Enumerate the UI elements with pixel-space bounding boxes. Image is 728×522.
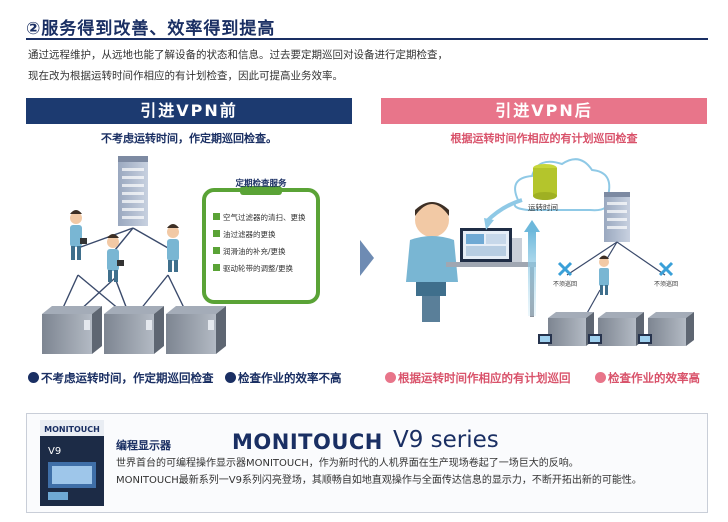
before-subtitle: 不考虑运转时间，作定期巡回检查。 [101, 132, 277, 145]
cloud-label: 运转时间 [528, 202, 558, 212]
after-bullet-2-text: 检查作业的效率高 [608, 371, 700, 385]
no-visit-label-1: 不须巡回 [553, 280, 577, 288]
worker-icon-4 [599, 255, 609, 295]
brand-series: V9 series [393, 427, 499, 453]
title-underline [26, 38, 708, 40]
operator-icon [406, 202, 458, 322]
after-subtitle: 根据运转时间作相应的有计划巡回检查 [450, 132, 638, 145]
bullet-dot-icon [225, 372, 236, 383]
before-vpn-banner: 引进VPN前 [26, 98, 352, 124]
intro-text: 通过远程维护，从远地也能了解设备的状态和信息。过去要定期巡回对设备进行定期检查，… [28, 45, 448, 87]
no-visit-label-2: 不须巡回 [654, 280, 678, 288]
after-bullet-2: 检查作业的效率高 [595, 370, 700, 386]
before-bullet-2-text: 检查作业的效率不高 [238, 371, 342, 385]
desk-icon [446, 262, 536, 317]
database-icon [533, 164, 557, 200]
office-building-icon [118, 156, 148, 226]
worker-icon-2 [107, 234, 124, 282]
service-card-title: 定期检查服务 [234, 178, 287, 189]
pc-tower-icon [512, 238, 522, 262]
data-upload-arrow-icon [528, 230, 536, 316]
office-building-icon [604, 192, 630, 242]
bullet-dot-icon [28, 372, 39, 383]
service-item-2: 油过滤器的更换 [223, 229, 276, 239]
after-vpn-banner: 引进VPN后 [381, 98, 707, 124]
worker-icon-3 [167, 224, 179, 272]
service-item-4: 驱动轮带的调整/更换 [223, 263, 294, 273]
cover-brand: MONITOUCH [44, 425, 100, 434]
bullet-dot-icon [595, 372, 606, 383]
x-mark-icon [658, 261, 674, 277]
service-item-1: 空气过滤器的清扫、更换 [223, 212, 306, 222]
machine-icon-1 [42, 306, 102, 354]
product-category: 编程显示器 [116, 439, 171, 452]
x-mark-icon [557, 261, 573, 277]
worker-icon-1 [70, 210, 87, 260]
service-card [202, 186, 320, 304]
product-box [26, 413, 708, 513]
product-description: 世界首台的可编程操作显示器MONITOUCH，作为新时代的人机界面在生产现场卷起… [116, 455, 642, 489]
product-desc-line-1: 世界首台的可编程操作显示器MONITOUCH，作为新时代的人机界面在生产现场卷起… [116, 458, 579, 469]
before-bullet-1-text: 不考虑运转时间，作定期巡回检查 [41, 371, 214, 385]
machine-icon-2 [104, 306, 164, 354]
machine-icon-4 [538, 312, 594, 346]
transition-arrow-icon [360, 240, 374, 276]
check-icon [213, 247, 220, 254]
product-desc-line-2: MONITOUCH最新系列一V9系列闪亮登场，其顺畅自如地直观操作与全面传达信息… [116, 475, 642, 486]
service-item-3: 润滑油的补充/更换 [223, 246, 286, 256]
before-bullet-2: 检查作业的效率不高 [225, 370, 342, 386]
after-bullet-1: 根据运转时间作相应的有计划巡回 [385, 370, 571, 386]
check-icon [213, 213, 220, 220]
catalog-cover-image: MONITOUCH V9 [40, 420, 104, 506]
brand-logo: MONITOUCH [232, 430, 383, 454]
check-icon [213, 264, 220, 271]
after-bullet-1-text: 根据运转时间作相应的有计划巡回 [398, 371, 571, 385]
bullet-dot-icon [385, 372, 396, 383]
intro-line-1: 通过远程维护，从远地也能了解设备的状态和信息。过去要定期巡回对设备进行定期检查， [28, 49, 448, 61]
before-bullet-1: 不考虑运转时间，作定期巡回检查 [28, 370, 214, 386]
cover-series: V9 [48, 446, 61, 457]
machine-icon-5 [588, 312, 644, 346]
data-arrow-to-pc-icon [484, 198, 523, 224]
machine-icon-6 [638, 312, 694, 346]
section-title: ②服务得到改善、效率得到提高 [26, 19, 276, 39]
monitor-icon [460, 228, 512, 262]
check-icon [213, 230, 220, 237]
intro-line-2: 现在改为根据运转时间作相应的有计划检查，因此可提高业务效率。 [28, 70, 343, 82]
machine-icon-3 [166, 306, 226, 354]
